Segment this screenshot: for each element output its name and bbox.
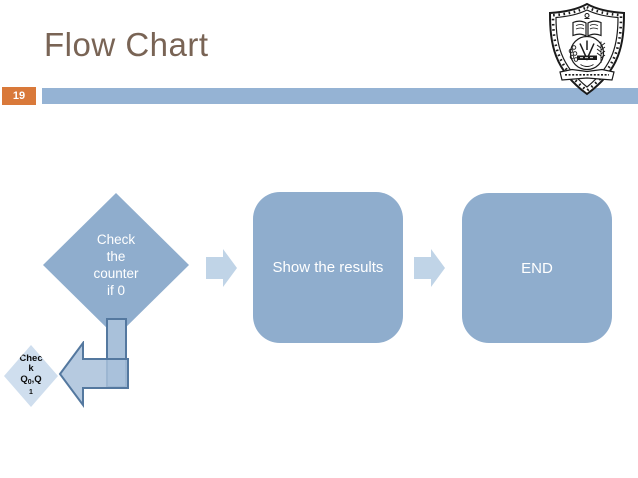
process-box-label: Show the results xyxy=(272,259,384,276)
decision-line: counter xyxy=(93,266,139,281)
end-box-label: END xyxy=(521,259,553,277)
right-arrow-icon xyxy=(206,249,237,287)
loop-line-q: Q xyxy=(20,373,28,385)
decision-line: Check xyxy=(96,232,136,247)
decision-diamond: Check the counter if 0 xyxy=(43,193,189,337)
loop-diamond: Chec k Q0,Q 1 xyxy=(4,345,58,407)
loop-line: Q0,Q xyxy=(19,373,42,389)
decision-line: the xyxy=(106,249,126,264)
page-number-badge: 19 xyxy=(2,87,36,105)
loop-line: k xyxy=(28,363,34,374)
loop-line: Chec xyxy=(19,352,43,364)
decision-diamond-label: Check the counter if 0 xyxy=(93,231,138,299)
university-crest-icon xyxy=(548,2,626,96)
loop-line-sub0: 0 xyxy=(27,378,32,386)
end-box: END xyxy=(462,193,612,343)
loop-line-sub1: 1 xyxy=(29,389,33,396)
right-arrow-icon xyxy=(414,249,445,287)
loop-diamond-label: Chec k Q0,Q 1 xyxy=(19,352,43,399)
left-arrow-icon xyxy=(58,341,129,408)
header-underline-bar xyxy=(42,88,638,104)
loop-line-rest: ,Q xyxy=(31,373,42,385)
process-box-show-results: Show the results xyxy=(253,192,403,343)
page-title: Flow Chart xyxy=(44,26,209,63)
decision-line: if 0 xyxy=(106,283,125,298)
